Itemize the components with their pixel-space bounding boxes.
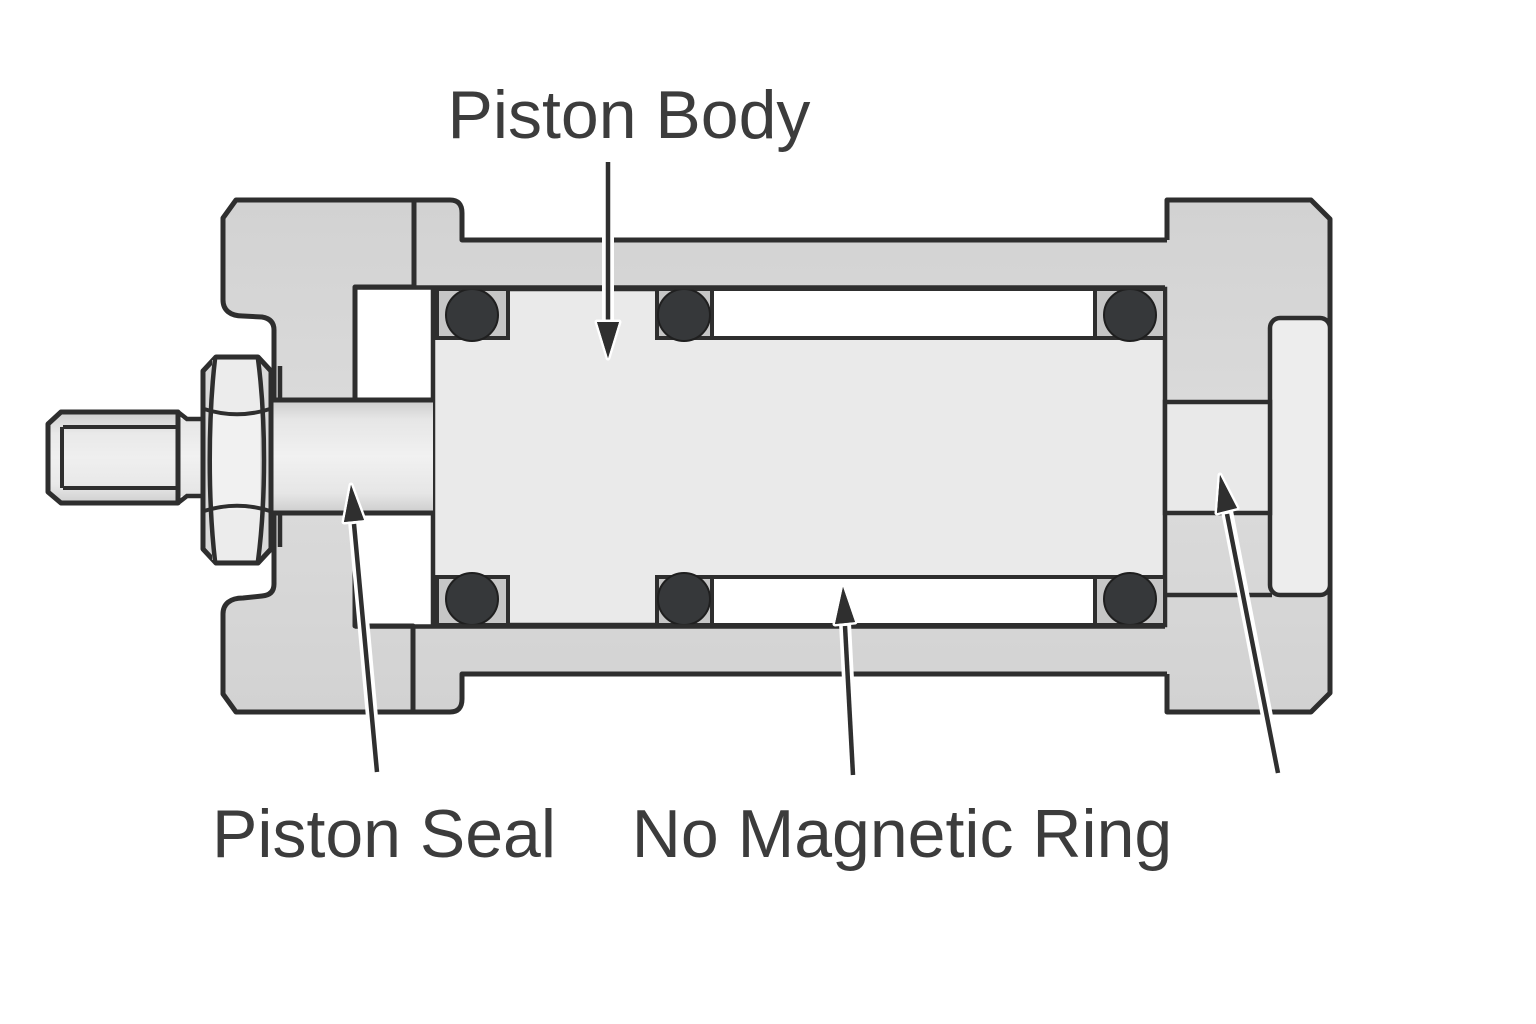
- oring-bottom-left: [445, 572, 499, 626]
- magnetic-ring-slot-top: [710, 287, 1097, 340]
- rod-hex-nut: [200, 354, 274, 566]
- cylinder-barrel-bottom-wall: [410, 627, 1200, 715]
- oring-bottom-right: [1103, 572, 1157, 626]
- oring-top-middle: [657, 288, 711, 342]
- piston-body-label: Piston Body: [448, 77, 811, 153]
- nut-bottom-facet-line: [203, 503, 271, 513]
- right-cap-leader-arrow: [1214, 472, 1284, 775]
- thread-facet-lines: [60, 425, 176, 490]
- piston-seal-label: Piston Seal: [212, 796, 556, 872]
- no-magnetic-ring-label: No Magnetic Ring: [632, 796, 1172, 872]
- rod-thread-end: [45, 409, 181, 506]
- piston-body-leader-arrow: [594, 162, 622, 361]
- bore-inner-wall-lines: [355, 285, 1165, 629]
- oring-bottom-middle: [657, 572, 711, 626]
- piston-body: [430, 286, 1168, 628]
- piston-seal-leader-arrow: [341, 482, 383, 773]
- no-magnetic-ring-leader-arrow: [832, 584, 859, 776]
- oring-top-right: [1103, 288, 1157, 342]
- piston-seal-orings: [445, 288, 1157, 626]
- oring-top-left: [445, 288, 499, 342]
- nut-left-facet-line: [207, 358, 218, 562]
- end-cap-recess: [1267, 315, 1333, 598]
- nut-top-facet-line: [203, 407, 271, 417]
- magnetic-ring-slot-bottom: [710, 575, 1097, 627]
- nut-right-facet-line: [255, 358, 267, 562]
